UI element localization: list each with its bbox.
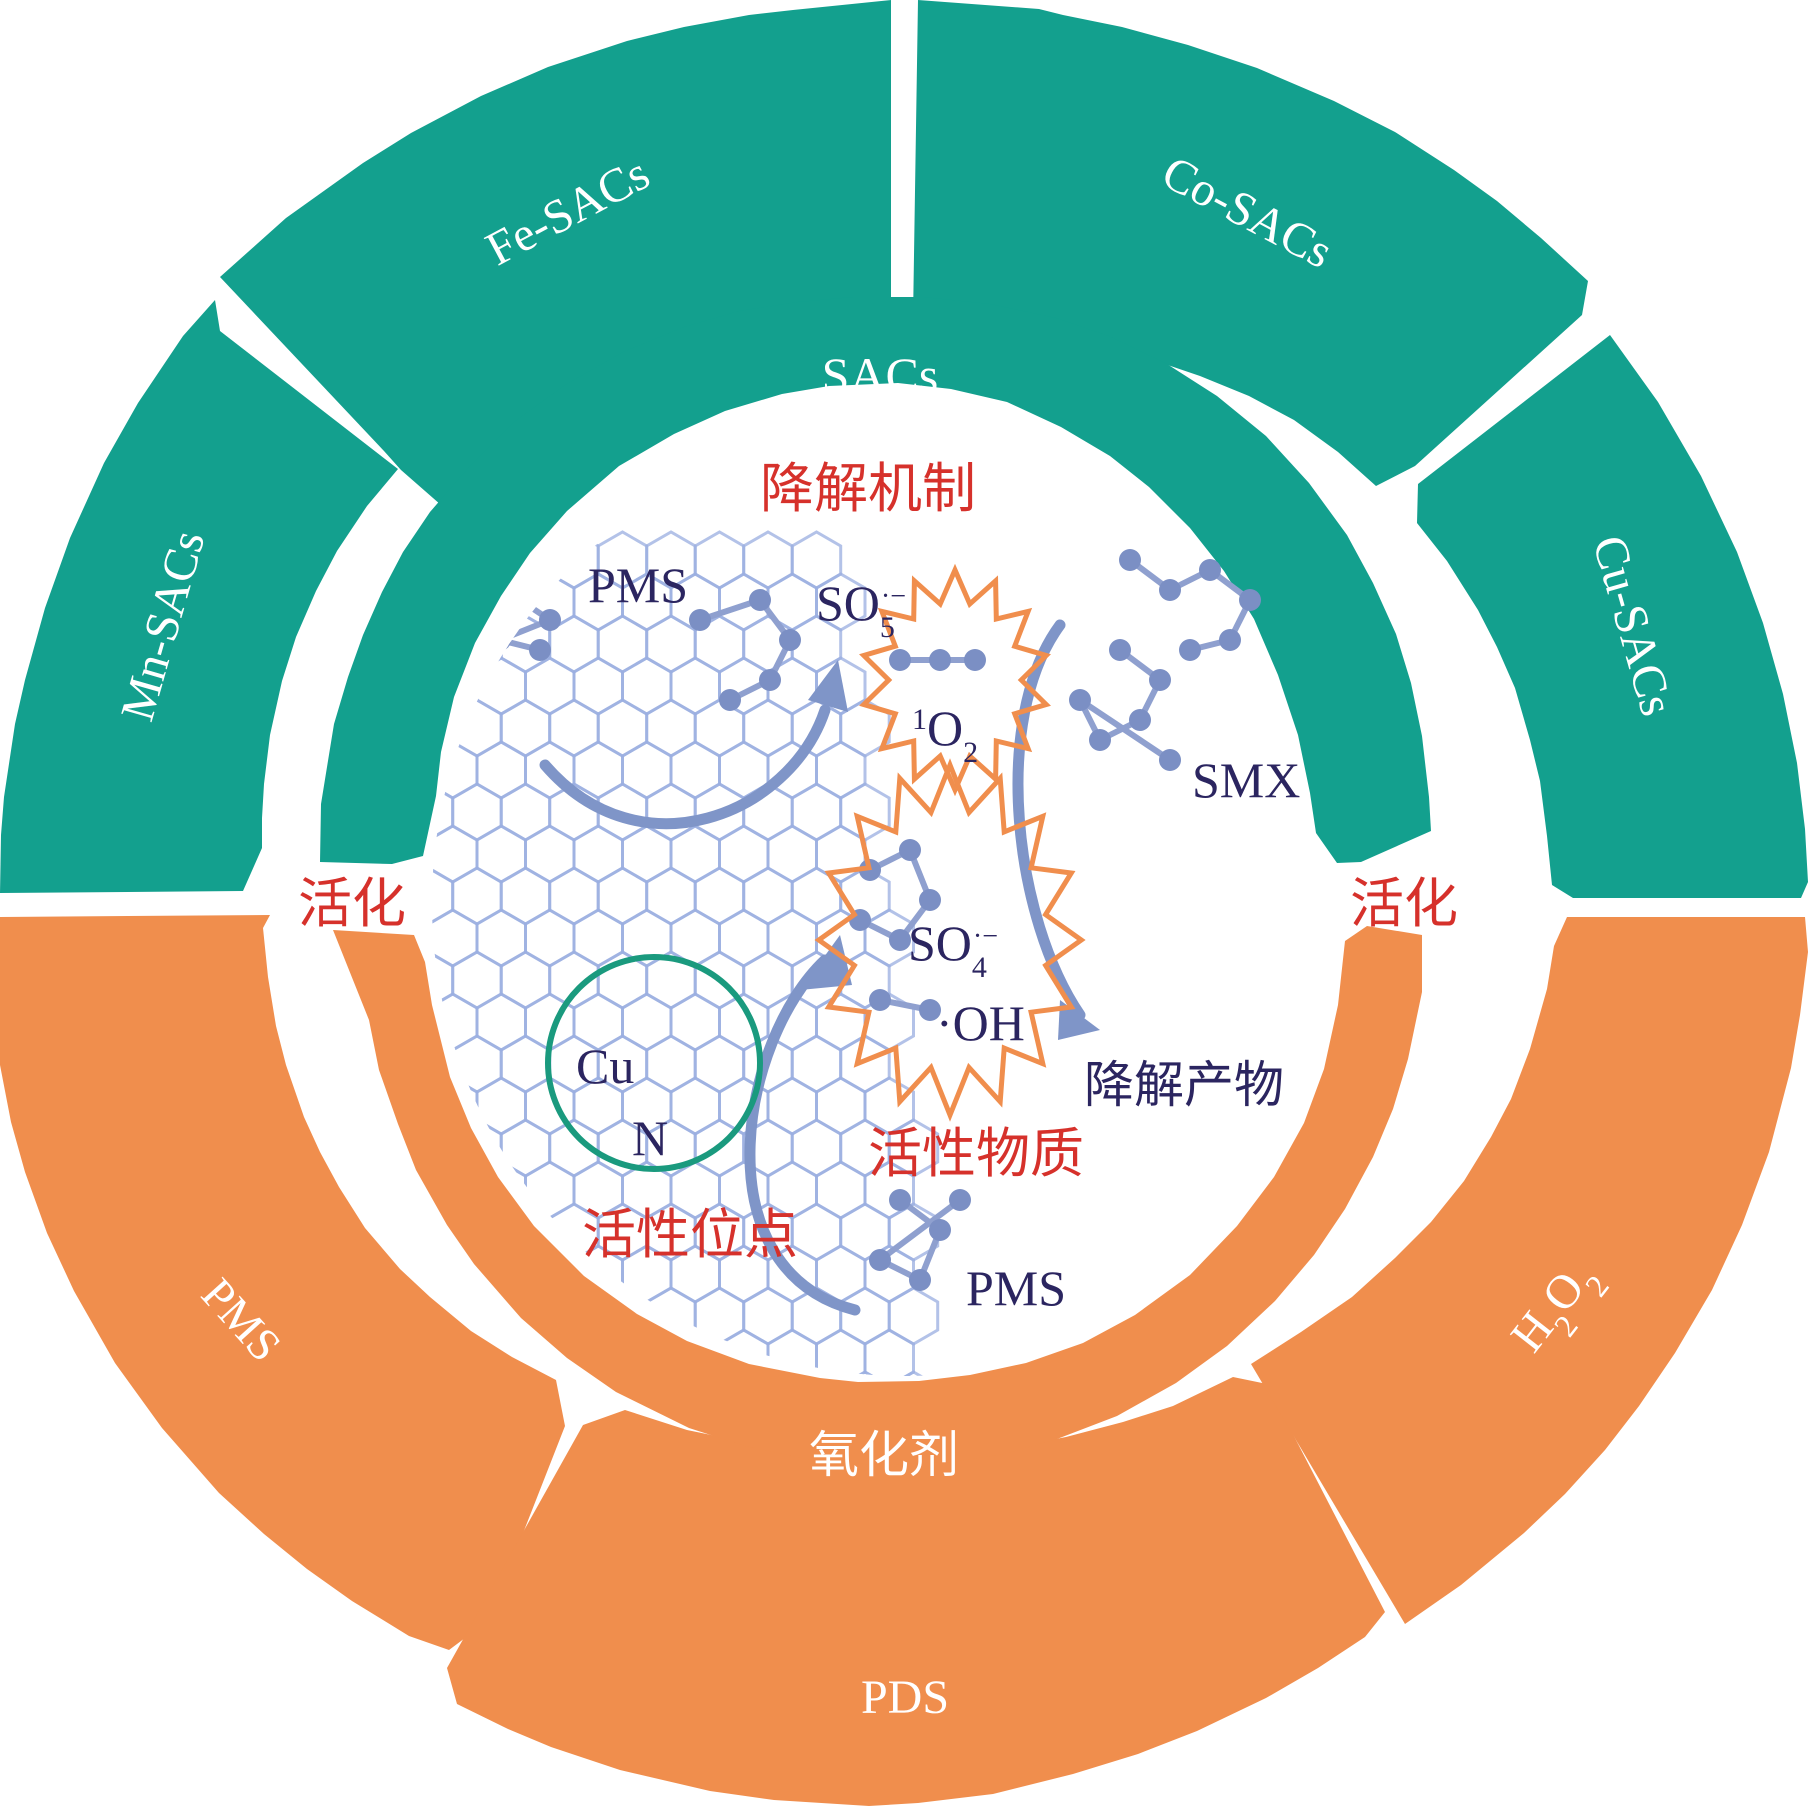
molecule-atom bbox=[489, 629, 511, 651]
molecule-atom bbox=[899, 839, 921, 861]
label-hydroxyl-radical: ·OH bbox=[936, 995, 1025, 1051]
molecule-atom bbox=[869, 989, 891, 1011]
molecule-atom bbox=[909, 1269, 931, 1291]
molecule-atom bbox=[509, 589, 531, 611]
label-so4-radical: SO4·− bbox=[908, 915, 998, 984]
molecule-atom bbox=[529, 639, 551, 661]
outer-ring-oxidants bbox=[0, 915, 1808, 1806]
mechanism-title: 降解机制 bbox=[760, 459, 976, 519]
label-active-site: 活性位点 bbox=[582, 1205, 798, 1265]
molecule-atom bbox=[1179, 639, 1201, 661]
molecule-bond bbox=[878, 1197, 962, 1263]
molecule-atom bbox=[1069, 689, 1091, 711]
label-singlet-oxygen: 1O2 bbox=[912, 700, 978, 769]
graphene-hexagon bbox=[356, 1120, 404, 1176]
molecule-atom bbox=[889, 929, 911, 951]
segment-mn-sacs bbox=[0, 300, 398, 893]
burst-star-icon bbox=[814, 758, 1086, 1122]
label-sacs: SACs bbox=[822, 347, 939, 403]
molecule-atom bbox=[929, 1219, 951, 1241]
molecule-atom bbox=[1219, 629, 1241, 651]
molecule-atom bbox=[1239, 589, 1261, 611]
label-pms-top: PMS bbox=[588, 557, 688, 613]
graphene-hexagon bbox=[356, 1624, 404, 1680]
molecule-atom bbox=[949, 1189, 971, 1211]
arrow-head-icon bbox=[800, 935, 852, 990]
molecule-atom bbox=[1089, 729, 1111, 751]
graphene-hexagon bbox=[863, 1328, 915, 1376]
inner-ring-sacs-band bbox=[320, 297, 1431, 864]
inner-ring-oxidant-band bbox=[333, 926, 1422, 1465]
label-cu-atom: Cu bbox=[576, 1038, 634, 1094]
segment-co-sacs bbox=[913, 0, 1588, 486]
molecule-atom bbox=[889, 649, 911, 671]
segment-h2o2 bbox=[1251, 917, 1808, 1624]
label-active-species: 活性物质 bbox=[868, 1124, 1084, 1184]
molecule-atom bbox=[919, 999, 941, 1021]
arrow-head-icon bbox=[1058, 1000, 1100, 1040]
molecule-atom bbox=[749, 589, 771, 611]
label-degradation-products: 降解产物 bbox=[1084, 1057, 1284, 1113]
burst-star-icon bbox=[859, 563, 1051, 797]
outer-ring-catalysts bbox=[0, 0, 1808, 898]
molecule-atom bbox=[929, 649, 951, 671]
active-site-circle bbox=[545, 954, 763, 1172]
segment-cu-sacs bbox=[1417, 335, 1808, 898]
molecule-atom bbox=[1109, 639, 1131, 661]
molecule-atom bbox=[919, 889, 941, 911]
label-activation-left: 活化 bbox=[298, 874, 406, 934]
molecule-icon bbox=[489, 549, 1261, 1291]
molecule-atom bbox=[964, 649, 986, 671]
molecule-atom bbox=[759, 669, 781, 691]
inner-ring bbox=[320, 297, 1431, 1465]
graphene-hexagon bbox=[380, 1666, 429, 1722]
label-pds-oxidant: PDS bbox=[861, 1671, 949, 1724]
molecule-atom bbox=[689, 609, 711, 631]
segment-pms bbox=[0, 915, 565, 1650]
molecule-bond bbox=[1078, 697, 1172, 763]
molecule-atom bbox=[889, 1189, 911, 1211]
molecule-atom bbox=[719, 689, 741, 711]
arrow-heads bbox=[800, 660, 1100, 1040]
label-pms-bottom: PMS bbox=[966, 1260, 1066, 1316]
graphene-hexagon bbox=[839, 1370, 891, 1376]
graphene-hexagon bbox=[887, 1370, 940, 1376]
label-smx: SMX bbox=[1192, 752, 1300, 808]
label-activation-right: 活化 bbox=[1350, 874, 1458, 934]
arrow-head-icon bbox=[808, 660, 848, 712]
label-oxidant: 氧化剂 bbox=[809, 1427, 959, 1483]
molecule-atom bbox=[1199, 559, 1221, 581]
molecule-atom bbox=[1159, 579, 1181, 601]
label-so5-radical: SO5·− bbox=[816, 575, 906, 644]
molecule-atom bbox=[779, 629, 801, 651]
molecule-atom bbox=[539, 609, 561, 631]
segment-pds bbox=[447, 1377, 1385, 1806]
label-n-atom: N bbox=[632, 1110, 668, 1166]
molecule-atom bbox=[869, 1249, 891, 1271]
graphene-hexagon bbox=[815, 1328, 867, 1376]
molecule-atom bbox=[1149, 669, 1171, 691]
molecule-atom bbox=[1119, 549, 1141, 571]
molecule-atom bbox=[1159, 749, 1181, 771]
curved-arrow-icon bbox=[539, 619, 1086, 1316]
segment-fe-sacs bbox=[220, 0, 891, 505]
molecule-atom bbox=[1129, 709, 1151, 731]
